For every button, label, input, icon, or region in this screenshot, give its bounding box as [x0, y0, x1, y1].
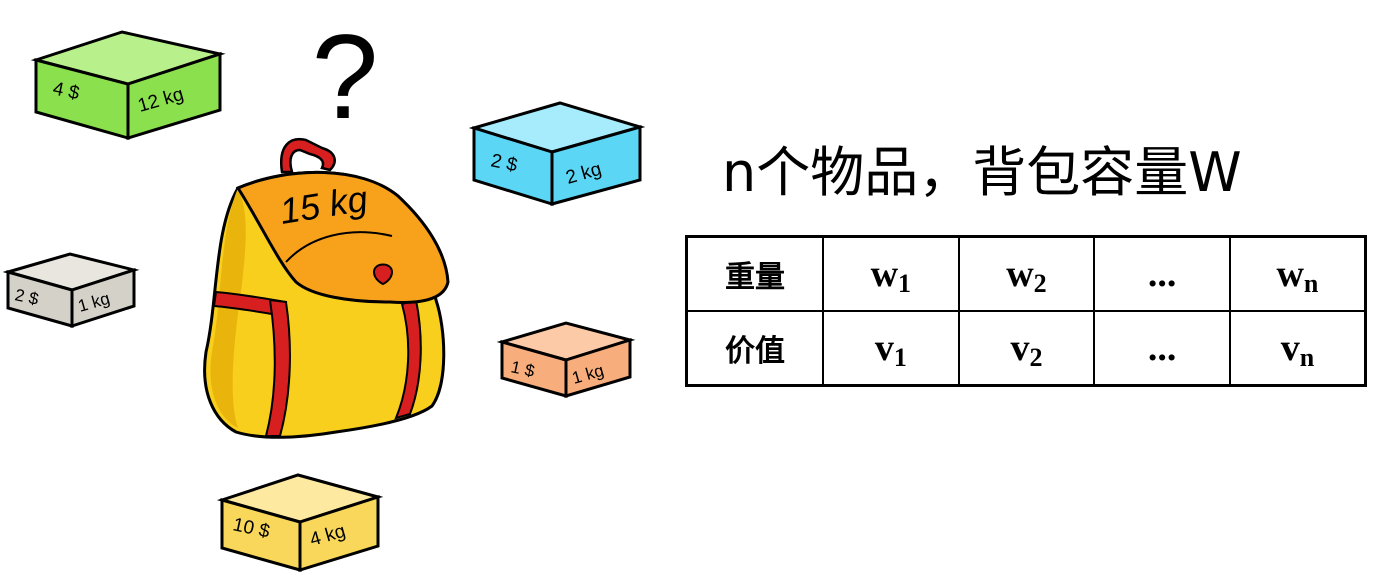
box-side — [126, 51, 222, 141]
value-row: 价值 v1 v2 ... vn — [685, 310, 1367, 387]
box-value-label: 2 $ — [13, 285, 41, 309]
backpack-strap-vertical-1 — [264, 298, 291, 437]
weight-cell: w2 — [957, 235, 1096, 312]
item-box-yellow: 10 $ 4 kg — [216, 473, 384, 573]
item-box-orange: 1 $ 1 kg — [496, 321, 636, 399]
backpack: 15 kg — [203, 137, 450, 439]
backpack-flap-curve — [285, 231, 393, 263]
backpack-strap-vertical-2 — [394, 298, 422, 420]
backpack-flap — [235, 170, 450, 304]
value-row-header: 价值 — [685, 310, 824, 387]
backpack-handle — [279, 137, 336, 174]
weight-cell: w1 — [822, 235, 960, 312]
value-cell: v1 — [822, 310, 960, 387]
problem-title: n个物品，背包容量W — [722, 141, 1242, 204]
box-side — [550, 125, 642, 206]
item-box-blue: 2 $ 2 kg — [468, 101, 646, 207]
box-side — [70, 267, 136, 329]
items-table: 重量 w1 w2 ... wn 价值 v1 v2 ... vn — [685, 235, 1367, 387]
box-value-label: 1 $ — [509, 357, 537, 381]
box-side — [564, 337, 632, 399]
weight-cell: wn — [1228, 235, 1367, 312]
question-mark: ? — [312, 10, 379, 144]
box-side — [298, 494, 380, 573]
weight-row-header: 重量 — [685, 235, 824, 312]
weight-row: 重量 w1 w2 ... wn — [685, 235, 1367, 312]
backpack-flap-button — [372, 263, 394, 286]
weight-cell: ... — [1093, 235, 1231, 312]
value-cell: v2 — [957, 310, 1096, 387]
value-cell: vn — [1228, 310, 1367, 387]
item-box-grey: 2 $ 1 kg — [2, 252, 140, 329]
item-box-green: 4 $ 12 kg — [30, 30, 226, 141]
value-cell: ... — [1093, 310, 1231, 387]
